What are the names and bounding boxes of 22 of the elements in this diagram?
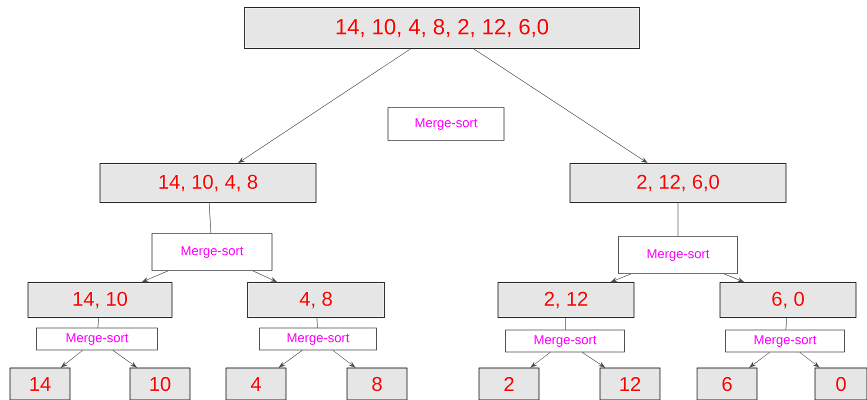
number-box: 14, 10, 4, 8 <box>100 163 316 203</box>
number-box: 14, 10, 4, 8, 2, 12, 6,0 <box>244 7 640 49</box>
number-box: 0 <box>814 368 867 400</box>
merge-sort-box: Merge-sort <box>36 328 158 350</box>
number-box: 10 <box>130 368 190 400</box>
number-box: 14 <box>10 368 70 400</box>
merge-sort-box: Merge-sort <box>152 233 272 271</box>
number-box: 14, 10 <box>28 282 172 318</box>
number-box: 6, 0 <box>720 282 856 318</box>
number-box: 2, 12, 6,0 <box>570 163 786 203</box>
merge-sort-box: Merge-sort <box>388 107 504 141</box>
number-box: 2 <box>478 368 540 400</box>
number-box: 12 <box>600 368 660 400</box>
number-box: 8 <box>346 368 408 400</box>
merge-sort-box: Merge-sort <box>259 328 377 350</box>
number-box: 6 <box>696 368 758 400</box>
merge-sort-box: Merge-sort <box>505 330 625 352</box>
number-box: 4, 8 <box>247 282 385 318</box>
merge-sort-box: Merge-sort <box>725 330 845 352</box>
number-box: 2, 12 <box>498 282 634 318</box>
number-box: 4 <box>226 368 286 400</box>
merge-sort-box: Merge-sort <box>618 236 738 274</box>
